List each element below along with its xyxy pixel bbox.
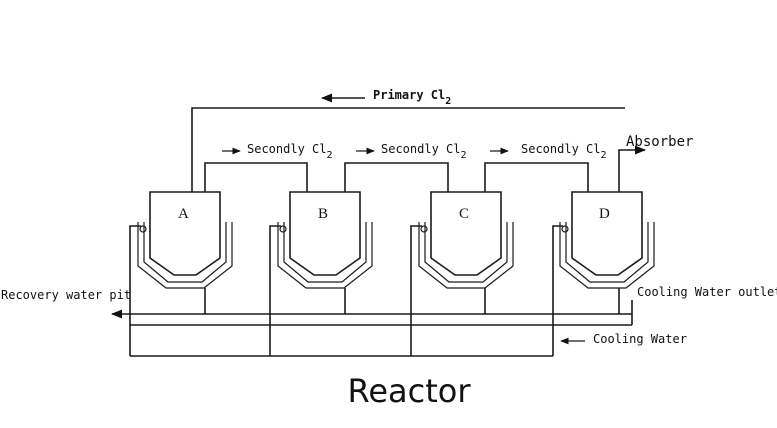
reactor-d: D (559, 191, 655, 289)
secondly-cl2-label-ab: Secondly Cl2 (247, 142, 333, 161)
reactor-b-label: B (318, 206, 328, 222)
diagram-title: Reactor (348, 372, 472, 410)
reactor-c-label: C (459, 206, 469, 222)
secondly-cl2-label-cd: Secondly Cl2 (521, 142, 607, 161)
reactor-d-label: D (599, 206, 610, 222)
absorber-line (618, 145, 647, 192)
reactor-c: C (418, 191, 514, 289)
secondly-cl2-label-bc: Secondly Cl2 (381, 142, 467, 161)
absorber-label: Absorber (626, 134, 693, 150)
recovery-water-line (110, 288, 632, 319)
cooling-water-outlet-label: Cooling Water outlet (637, 285, 777, 299)
recovery-water-pit-label: Recovery water pit (1, 288, 131, 302)
reactor-a: A (137, 191, 233, 289)
reactor-b: B (277, 191, 373, 289)
cooling-water-outlet-line (130, 300, 633, 326)
primary-cl2-label: Primary Cl2 (373, 88, 451, 107)
cooling-water-label: Cooling Water (593, 332, 687, 346)
cooling-water-supply-line (129, 225, 563, 357)
reactor-a-label: A (178, 206, 189, 222)
